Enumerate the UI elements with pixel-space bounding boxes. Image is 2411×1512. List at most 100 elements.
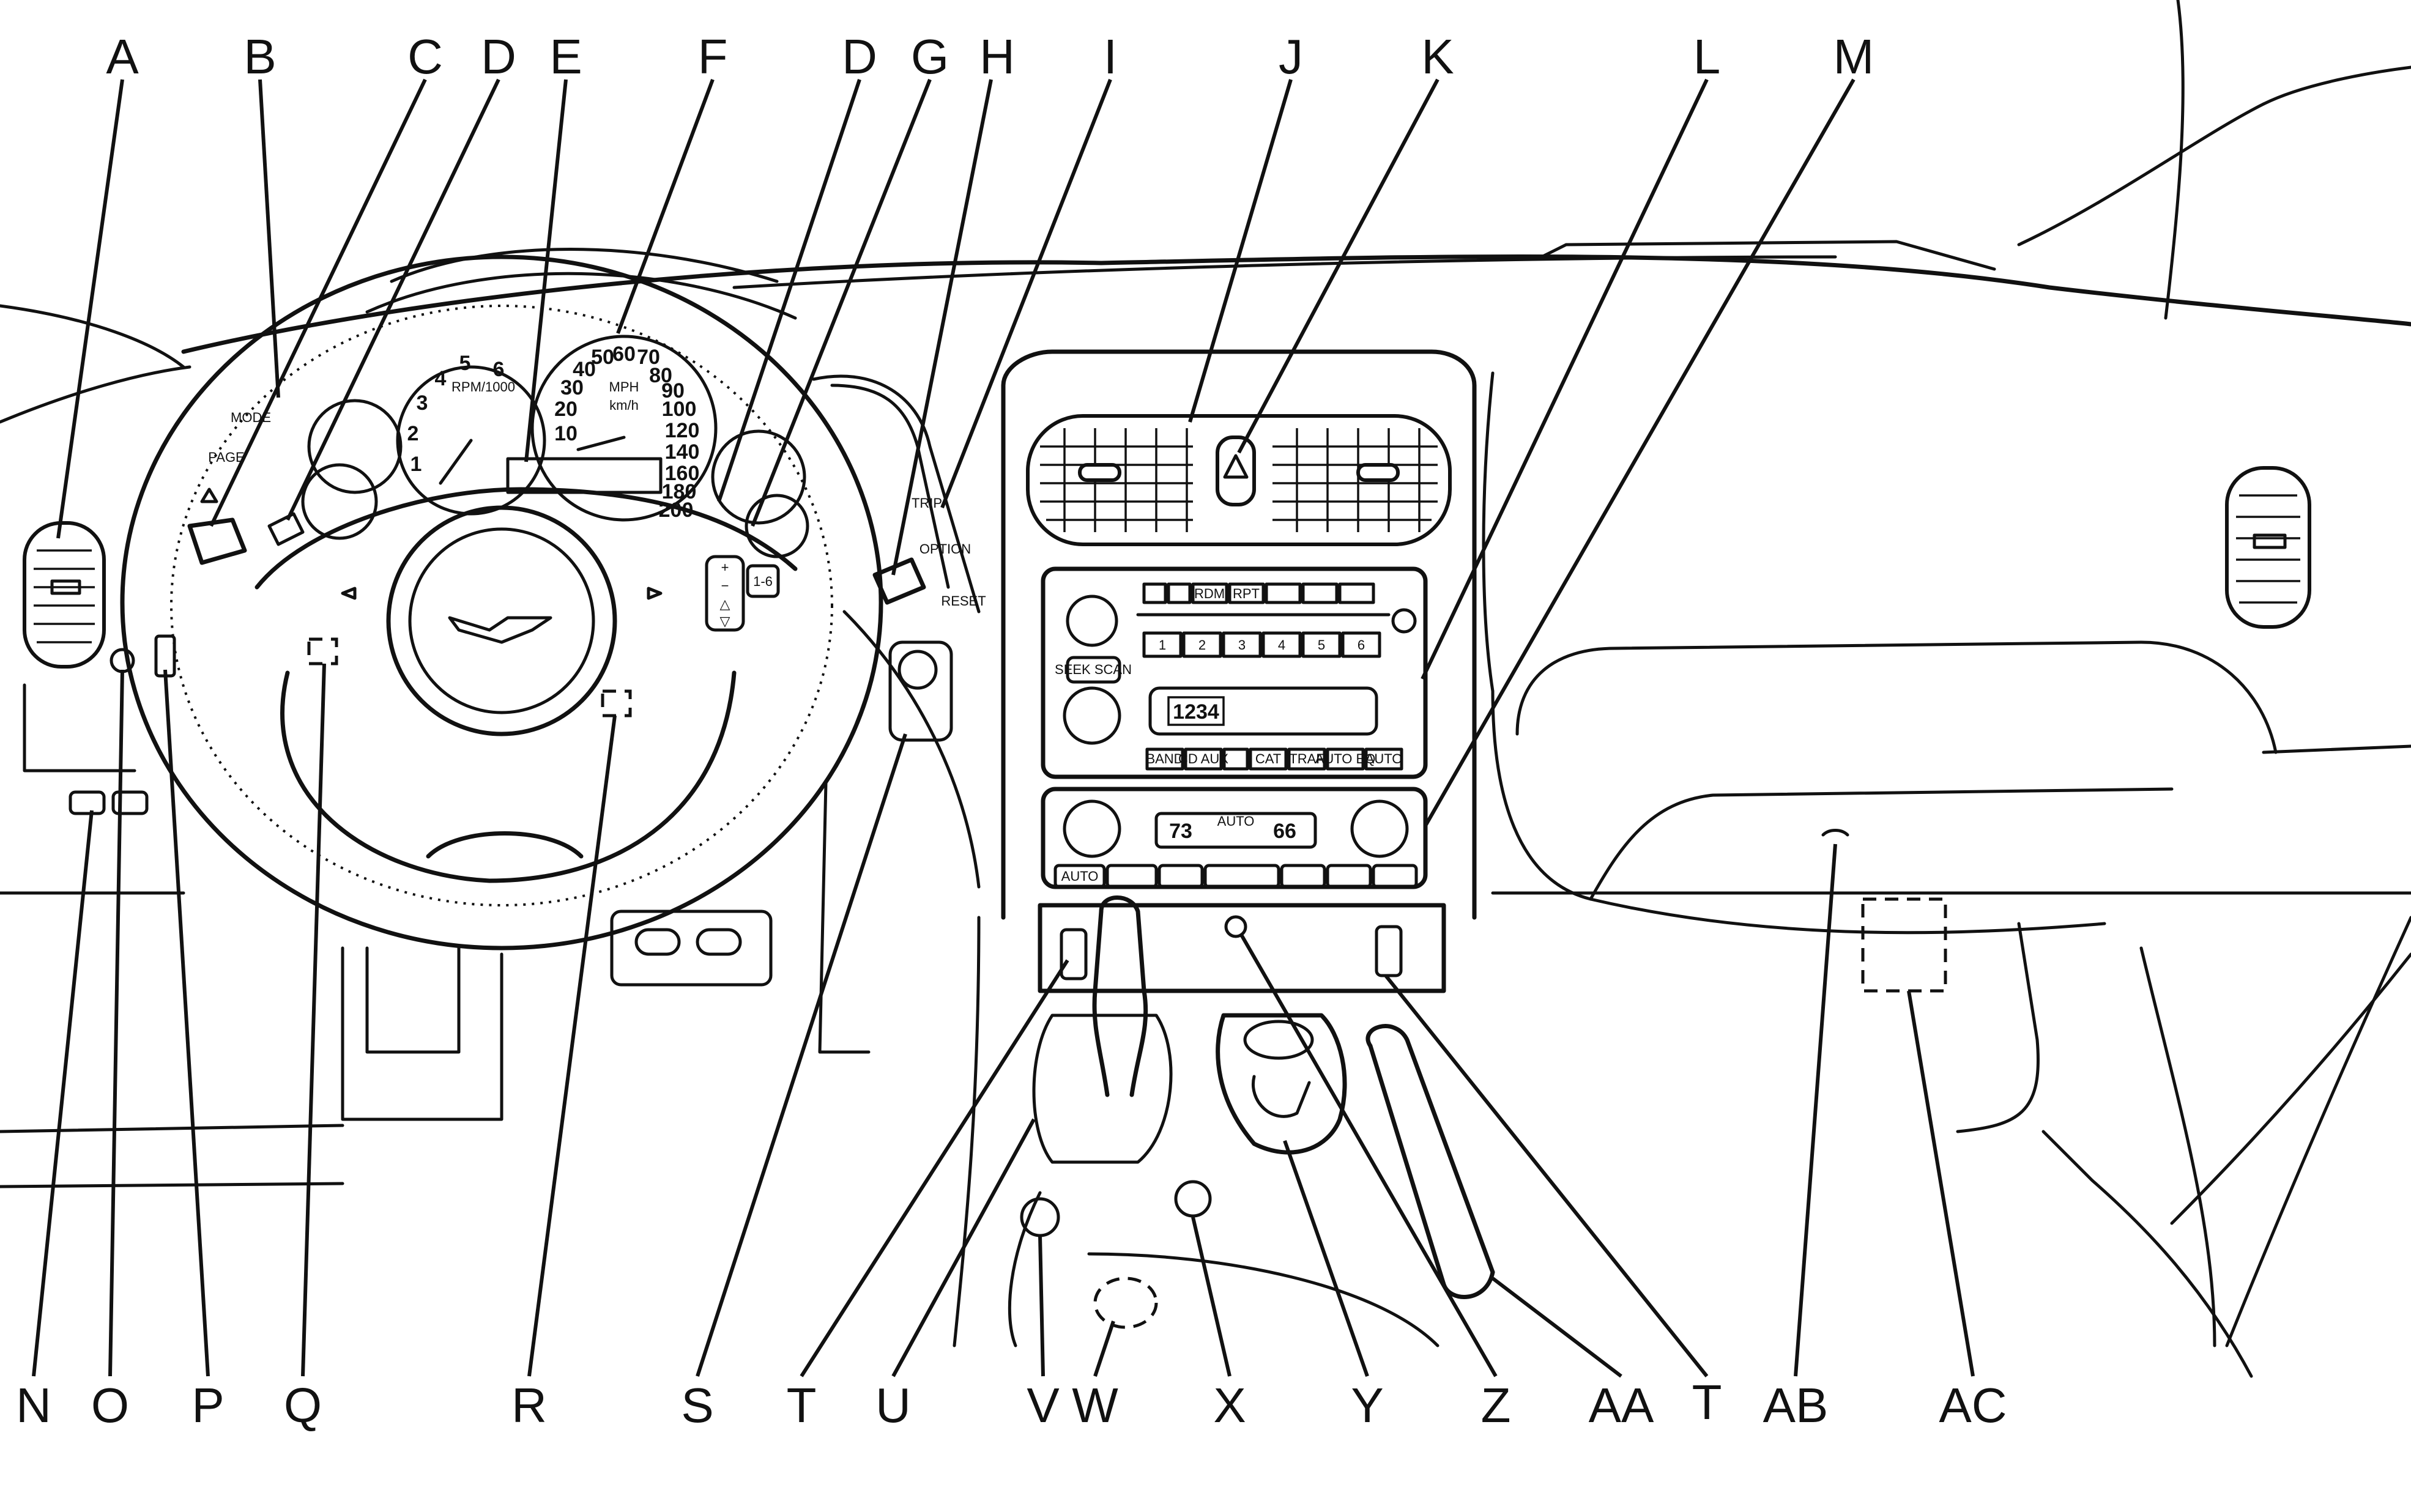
callout-AB: AB [1763,1378,1829,1432]
callout-U: U [875,1378,911,1432]
trip-button: TRIP [912,495,942,511]
climate-right-temp: 66 [1273,820,1296,843]
center-stack: RDM RPT 1 2 3 4 5 6 SEEK SCAN 1234 BAND … [1001,349,1477,920]
callout-T-right: T [1692,1375,1722,1429]
speed-tick-50: 50 [591,346,614,369]
rpt-button: RPT [1233,586,1260,601]
reset-button: RESET [941,593,986,609]
callout-D-left: D [481,29,516,84]
traf-button: TRAF [1289,751,1324,766]
speed-tick-120: 120 [665,419,700,442]
speed-tick-140: 140 [665,440,700,464]
callout-O: O [91,1378,129,1432]
callout-S: S [681,1378,713,1432]
left-air-vent [23,521,106,669]
cd-aux-button: CD AUX [1178,751,1228,766]
trip-panel: TRIP OPTION RESET [812,374,986,742]
callout-K: K [1421,29,1454,84]
instrument-cluster: 5 6 4 3 2 1 RPM/1000 10 20 30 40 50 60 7… [187,248,809,565]
callout-X: X [1213,1378,1246,1432]
tach-tick-4: 4 [435,367,447,390]
tach-tick-3: 3 [417,391,428,415]
speed-tick-200: 200 [659,498,694,522]
callout-T-left: T [787,1378,817,1432]
speed-tick-60: 60 [612,343,636,366]
speed-tick-80: 80 [649,364,672,387]
auto-button: AUTO [1365,751,1403,766]
climate-left-temp: 73 [1169,820,1192,843]
climate-auto-button: AUTO [1061,869,1099,884]
option-button: OPTION [919,541,971,557]
callout-A: A [106,29,139,84]
wheel-plus: + [721,560,729,575]
speed-tick-90: 90 [661,379,685,402]
callout-D-right: D [842,29,877,84]
rdm-button: RDM [1194,586,1225,601]
speed-tick-30: 30 [560,376,584,399]
tach-tick-5: 5 [459,352,471,375]
center-console [953,895,1495,1347]
wheel-minus: − [721,578,729,593]
speed-tick-160: 160 [665,462,700,485]
callout-W: W [1072,1378,1118,1432]
seek-scan-button: SEEK SCAN [1055,662,1132,677]
callout-F: F [698,29,728,84]
preset-4: 4 [1278,637,1285,653]
band-button: BAND [1146,751,1183,766]
callout-R: R [511,1378,547,1432]
right-air-vent [2225,466,2311,629]
speed-tick-40: 40 [573,358,596,381]
cat-button: CAT [1255,751,1281,766]
speed-unit: MPH [609,379,639,395]
callout-G: G [911,29,949,84]
callout-I: I [1104,29,1117,84]
preset-3: 3 [1238,637,1246,653]
speed-unit-alt: km/h [609,398,639,413]
callout-labels-bottom: N O P Q R S T U V W X Y Z AA T AB AC [16,1375,2007,1432]
steering-wheel: + − △ ▽ 1-6 [120,254,883,951]
callout-J: J [1279,29,1303,84]
tach-label: RPM/1000 [451,379,515,395]
callout-Y: Y [1351,1378,1383,1432]
callout-B: B [243,29,276,84]
climate-mode: AUTO [1217,813,1255,829]
dashboard-body [0,0,2411,1378]
callout-AC: AC [1939,1378,2007,1432]
speed-tick-20: 20 [554,398,578,421]
callout-C: C [407,29,443,84]
callout-P: P [191,1378,224,1432]
callout-E: E [549,29,582,84]
speed-tick-70: 70 [637,346,660,369]
wheel-gear-button: 1-6 [753,574,773,589]
callout-Q: Q [284,1378,322,1432]
wheel-up: △ [720,596,730,612]
page-button: PAGE [208,450,245,465]
glove-box [1821,829,1947,993]
callout-H: H [979,29,1015,84]
callout-Z: Z [1481,1378,1511,1432]
preset-5: 5 [1318,637,1325,653]
tach-tick-1: 1 [411,453,422,476]
callout-L: L [1693,29,1721,84]
preset-6: 6 [1358,637,1365,653]
leader-lines [32,78,1975,1378]
speed-tick-180: 180 [662,480,697,503]
callout-M: M [1833,29,1874,84]
radio-presets: 1 2 3 4 5 6 [1142,631,1381,658]
preset-2: 2 [1198,637,1206,653]
preset-1: 1 [1159,637,1166,653]
wheel-down: ▽ [720,613,730,629]
radio-bottom-buttons: BAND CD AUX CAT TRAF AUTO EQ AUTO [1145,747,1403,771]
lower-left-details [69,610,981,1121]
tach-tick-2: 2 [407,422,419,445]
callout-labels-top: A B C D E F D G H I J K L M [106,29,1874,84]
tach-tick-6: 6 [493,358,505,381]
speed-tick-100: 100 [662,398,697,421]
callout-AA: AA [1589,1378,1654,1432]
callout-V: V [1027,1378,1060,1432]
speed-tick-10: 10 [554,422,578,445]
callout-N: N [16,1378,51,1432]
radio-display: 1234 [1173,700,1219,724]
